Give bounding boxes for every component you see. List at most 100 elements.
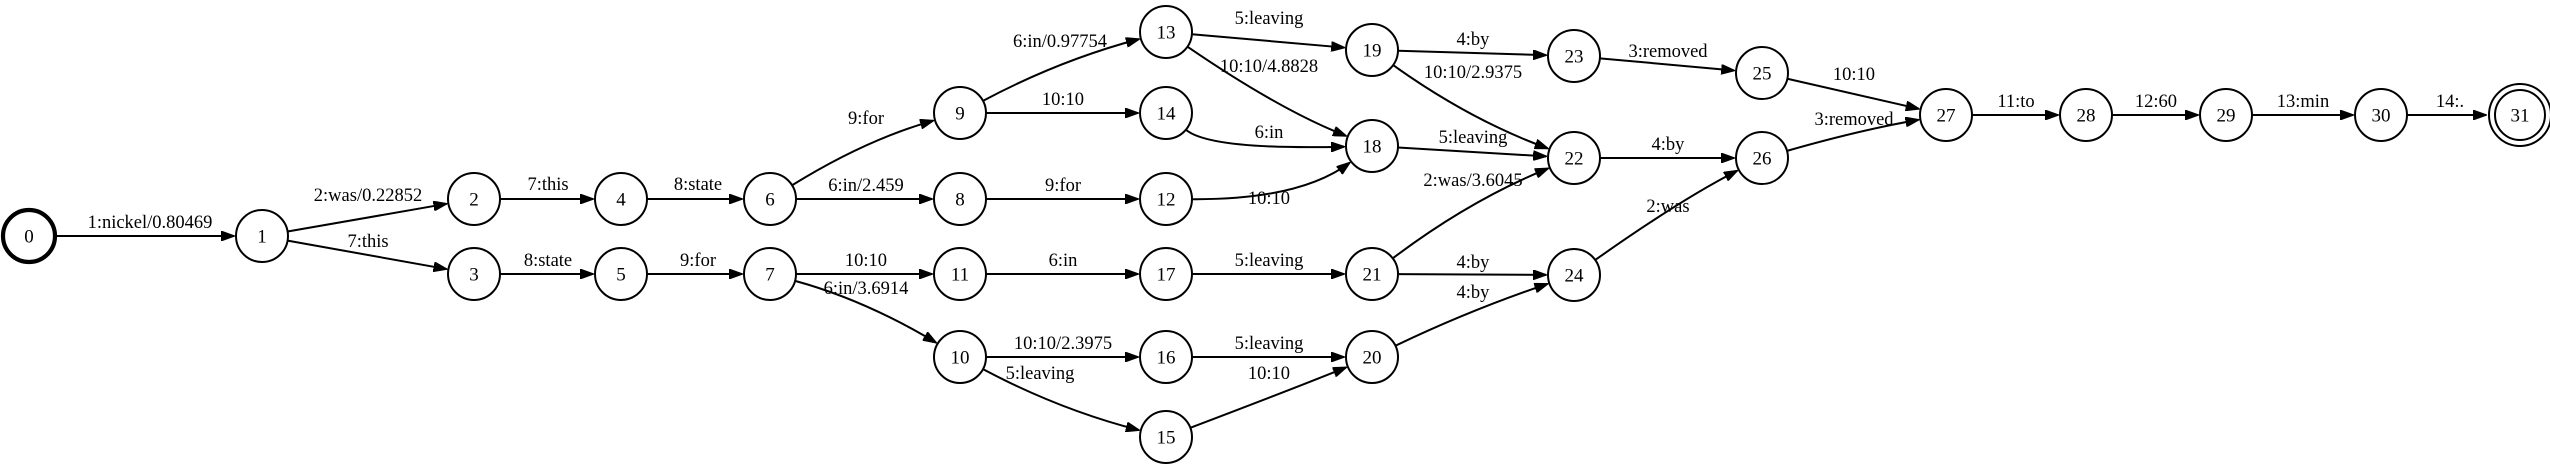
- state-18: 18: [1345, 119, 1399, 173]
- state-label: 20: [1363, 348, 1382, 369]
- transition-label: 6:in/2.459: [828, 176, 904, 196]
- state-7: 7: [743, 247, 797, 301]
- transition-arrow: [1191, 33, 1344, 47]
- state-label: 21: [1363, 265, 1382, 286]
- state-circle: [1345, 119, 1399, 173]
- state-label: 12: [1157, 190, 1176, 211]
- transition-label: 6:in: [1255, 123, 1284, 143]
- transition-label: 10:10: [1042, 90, 1084, 110]
- transition-label: 6:in/0.97754: [1013, 32, 1107, 52]
- transition-3-5: 8:state: [500, 251, 593, 274]
- transition-label: 5:leaving: [1235, 334, 1304, 354]
- state-label: 9: [955, 104, 965, 125]
- state-label: 22: [1565, 149, 1584, 170]
- state-circle: [743, 172, 797, 226]
- transition-26-27: 3:removed: [1786, 110, 1918, 152]
- state-label: 23: [1565, 47, 1584, 68]
- state-circle: [594, 247, 648, 301]
- state-14: 14: [1139, 86, 1193, 140]
- state-label: 6: [765, 190, 775, 211]
- transition-9-14: 10:10: [986, 90, 1138, 113]
- transition-label: 6:in/3.6914: [824, 279, 909, 299]
- transition-label: 8:state: [674, 175, 722, 195]
- transition-label: 7:this: [347, 232, 388, 252]
- transition-25-27: 10:10: [1787, 65, 1918, 109]
- transition-label: 12:60: [2135, 92, 2177, 112]
- state-6: 6: [743, 172, 797, 226]
- state-circle: [743, 247, 797, 301]
- state-17: 17: [1139, 247, 1193, 301]
- state-31: 31: [2488, 83, 2550, 147]
- transition-arrow: [1189, 367, 1346, 429]
- transition-label: 10:10: [1833, 65, 1875, 85]
- state-circle: [1345, 330, 1399, 384]
- state-label: 0: [24, 227, 34, 248]
- transition-5-7: 9:for: [647, 251, 742, 274]
- state-label: 14: [1157, 104, 1177, 125]
- state-circle: [1345, 23, 1399, 77]
- state-label: 1: [257, 227, 267, 248]
- transition-14-18: 6:in: [1185, 123, 1344, 147]
- state-label: 8: [955, 190, 965, 211]
- transition-label: 6:in: [1049, 251, 1078, 271]
- state-label: 19: [1363, 41, 1382, 62]
- transition-arrow: [1397, 274, 1546, 275]
- state-label: 7: [765, 265, 775, 286]
- state-circle: [1139, 86, 1193, 140]
- state-circle: [933, 330, 987, 384]
- state-label: 18: [1363, 137, 1382, 158]
- start-state-circle: [0, 207, 58, 265]
- state-circle: [1735, 131, 1789, 185]
- state-29: 29: [2199, 88, 2253, 142]
- state-19: 19: [1345, 23, 1399, 77]
- state-30: 30: [2354, 88, 2408, 142]
- transition-0-1: 1:nickel/0.80469: [55, 213, 234, 236]
- transition-label: 4:by: [1652, 135, 1686, 155]
- transition-24-26: 2:was: [1594, 171, 1737, 261]
- state-circle: [1139, 5, 1193, 59]
- transition-1-2: 2:was/0.22852: [287, 186, 447, 233]
- transition-6-9: 9:for: [791, 109, 933, 187]
- state-label: 29: [2217, 106, 2236, 127]
- transition-19-22: 10:10/2.9375: [1392, 63, 1548, 150]
- transition-arrow: [794, 279, 936, 343]
- transition-21-24: 4:by: [1397, 253, 1546, 275]
- state-label: 30: [2372, 106, 2391, 127]
- state-label: 16: [1157, 348, 1176, 369]
- state-label: 13: [1157, 23, 1176, 44]
- state-circle: [1139, 172, 1193, 226]
- state-circle: [1547, 248, 1601, 302]
- state-label: 4: [616, 190, 626, 211]
- state-label: 27: [1937, 106, 1956, 127]
- transition-label: 4:by: [1457, 253, 1491, 273]
- transition-arrow: [1395, 284, 1547, 347]
- state-12: 12: [1139, 172, 1193, 226]
- transition-19-23: 4:by: [1397, 30, 1546, 55]
- state-11: 11: [933, 247, 987, 301]
- transition-arrow: [1599, 57, 1734, 70]
- state-9: 9: [933, 86, 987, 140]
- transition-label: 4:by: [1457, 30, 1491, 50]
- transition-label: 10:10: [1248, 189, 1290, 209]
- transition-4-6: 8:state: [647, 175, 742, 199]
- state-13: 13: [1139, 5, 1193, 59]
- transition-label: 10:10: [1248, 364, 1290, 384]
- transition-arrow: [287, 239, 447, 269]
- transition-21-22: 2:was/3.6045: [1392, 168, 1548, 260]
- transition-8-12: 9:for: [986, 176, 1138, 199]
- transition-28-29: 12:60: [2112, 92, 2198, 115]
- transition-label: 9:for: [680, 251, 716, 271]
- transition-label: 7:this: [527, 175, 568, 195]
- transition-27-28: 11:to: [1972, 92, 2058, 115]
- state-circle: [2354, 88, 2408, 142]
- state-0: 0: [0, 207, 58, 265]
- state-24: 24: [1547, 248, 1601, 302]
- transition-30-31: 14:.: [2407, 92, 2486, 115]
- transition-arrow: [287, 204, 447, 233]
- transition-13-18: 10:10/4.8828: [1186, 45, 1345, 137]
- transition-label: 14:.: [2436, 92, 2464, 112]
- transition-18-22: 5:leaving: [1397, 128, 1546, 156]
- state-circle: [447, 247, 501, 301]
- transition-label: 5:leaving: [1235, 9, 1304, 29]
